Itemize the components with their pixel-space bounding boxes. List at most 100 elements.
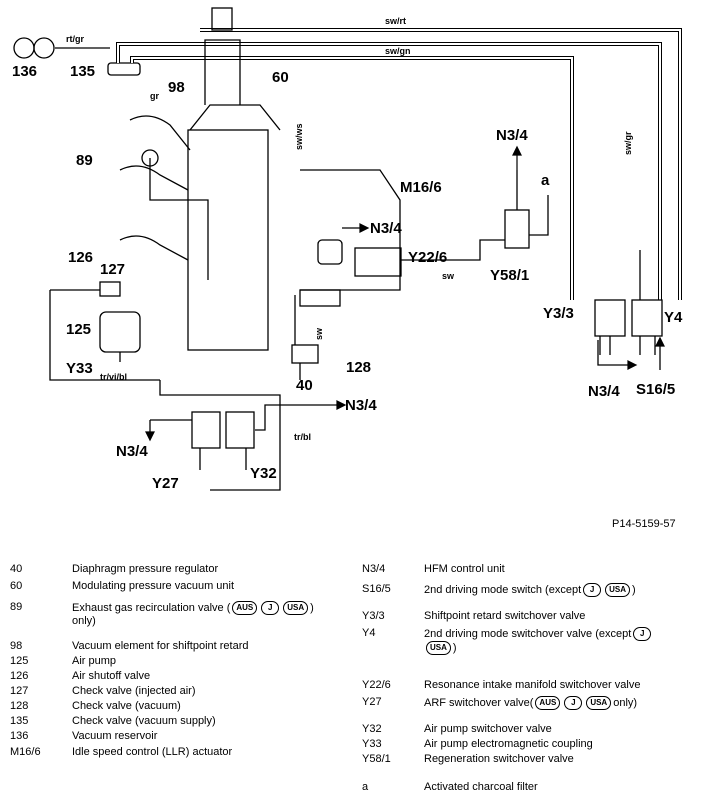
region-badge-icon: J [261,601,280,615]
legend-code: 126 [10,670,29,682]
legend-description: Air shutoff valve [72,670,150,683]
wire-rtgr: rt/gr [66,34,84,44]
legend-text: Idle speed control (LLR) actuator [72,746,233,758]
legend-code: Y27 [362,696,382,708]
legend-code: 89 [10,601,23,613]
resonance-valve-y22-6 [354,247,402,277]
label-y22-6: Y22/6 [408,249,447,266]
figure-reference: P14-5159-57 [612,518,676,530]
legend-code: 135 [10,715,29,727]
legend-code: 125 [10,655,29,667]
legend-text: Air pump [72,655,117,667]
legend-description: Activated charcoal filter [424,781,538,794]
label-n3-4-d: N3/4 [345,397,377,414]
legend-description: HFM control unit [424,563,505,576]
label-m16-6: M16/6 [400,179,442,196]
label-127: 127 [100,261,125,278]
label-98: 98 [168,79,185,96]
legend-code: Y4 [362,627,376,639]
legend-code: 127 [10,685,29,697]
label-y32: Y32 [250,465,277,482]
legend-text: Vacuum reservoir [72,730,158,742]
region-badge-icon: AUS [232,601,258,615]
pressure-regulator-40 [291,344,319,364]
legend-description: Idle speed control (LLR) actuator [72,746,232,759]
vacuum-reservoir-136 [13,37,35,59]
legend-description: Modulating pressure vacuum unit [72,580,234,593]
intake-manifold [187,129,269,351]
legend-description: Air pump [72,655,116,668]
label-n3-4-b: N3/4 [496,127,528,144]
legend-text: 2nd driving mode switch (except [424,583,582,596]
legend-code: S16/5 [362,583,391,595]
legend-text: Exhaust gas recirculation valve ( [72,601,231,614]
regeneration-valve-y58-1 [504,209,530,249]
region-badge-icon: USA [283,601,309,615]
valve-y3-3 [594,299,626,337]
legend-code: Y58/1 [362,753,391,765]
legend-text: Shiftpoint retard switchover valve [424,610,586,622]
legend-description: Vacuum reservoir [72,730,157,743]
label-a: a [541,172,550,189]
region-badge-icon: J [583,583,602,597]
legend-text: ) [452,641,457,654]
air-shutoff-valve-126 [99,281,121,297]
label-125: 125 [66,321,91,338]
legend-text: HFM control unit [424,563,505,575]
legend-code: Y22/6 [362,679,391,691]
label-135: 135 [70,63,95,80]
legend-text: only) [613,696,638,709]
label-s16-5: S16/5 [636,381,675,398]
legend-code: 136 [10,730,29,742]
legend-text: 2nd driving mode switchover valve (excep… [424,627,632,640]
wire-swgn: sw/gn [385,46,411,56]
wire-sw-2: sw [314,327,324,340]
valve-y4 [631,299,663,337]
legend-text: Modulating pressure vacuum unit [72,580,235,592]
legend-description: Resonance intake manifold switchover val… [424,679,640,692]
legend-description: Check valve (vacuum supply) [72,715,216,728]
legend-text: ) [310,601,314,614]
label-y27: Y27 [152,475,179,492]
check-valve-135 [107,62,141,76]
wire-trbl: tr/bl [294,432,311,442]
region-badge-icon: USA [605,583,631,597]
wire-swws: sw/ws [294,123,304,150]
legend-text: Regeneration switchover valve [424,753,574,765]
label-n3-4-a: N3/4 [370,220,402,237]
label-136: 136 [12,63,37,80]
wire-gr: gr [150,91,159,101]
legend-description: Shiftpoint retard switchover valve [424,610,585,623]
idle-actuator-m16-6 [317,239,343,265]
label-128: 128 [346,359,371,376]
region-badge-icon: USA [586,696,612,710]
legend-code: M16/6 [10,746,41,758]
region-badge-icon: USA [426,641,451,655]
air-pump-125 [99,311,141,353]
wire-sw-1: sw [442,271,455,281]
wire-trvibl: tr/vi/bl [100,372,127,382]
region-badge-icon: J [564,696,583,710]
legend-description: Diaphragm pressure regulator [72,563,218,576]
legend-description: Air pump electromagnetic coupling [424,738,593,751]
legend-code: Y3/3 [362,610,385,622]
air-pump-valve-y32 [225,411,255,449]
check-valve-128 [299,289,341,307]
label-89: 89 [76,152,93,169]
legend-text: Air pump switchover valve [424,723,552,735]
label-126: 126 [68,249,93,266]
legend-text: ) [632,583,636,596]
legend-code: Y32 [362,723,382,735]
label-y33: Y33 [66,360,93,377]
label-n3-4-e: N3/4 [116,443,148,460]
legend-text: ARF switchover valve( [424,696,534,709]
legend-code: 60 [10,580,23,592]
label-n3-4-c: N3/4 [588,383,620,400]
legend-description: Vacuum element for shiftpoint retard [72,640,249,653]
exhaust-manifold [119,115,191,261]
label-y58-1: Y58/1 [490,267,529,284]
region-badge-icon: J [633,627,652,641]
legend-description: Check valve (injected air) [72,685,196,698]
legend-text: Check valve (vacuum) [72,700,181,712]
